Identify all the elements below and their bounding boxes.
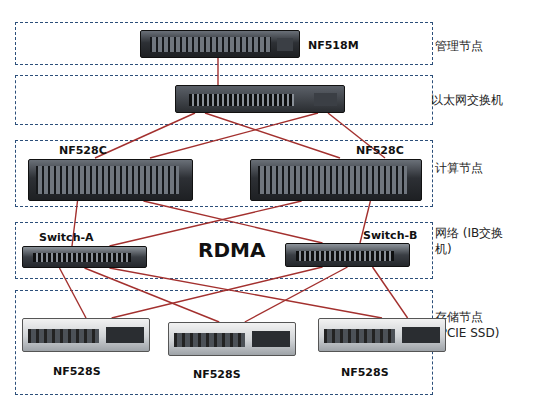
server-device: NF528C bbox=[28, 159, 193, 201]
front-panel bbox=[277, 38, 293, 51]
ethernet-wire bbox=[150, 113, 318, 158]
device-label: NF528S bbox=[341, 366, 389, 379]
rdma-link bbox=[112, 267, 323, 318]
server-device: NF528S bbox=[168, 322, 296, 356]
device-label: NF528S bbox=[193, 368, 241, 381]
server-device: NF528S bbox=[22, 318, 150, 352]
drive-bays bbox=[36, 166, 179, 194]
rdma-link bbox=[85, 268, 220, 322]
tier-label: 网络 (IB交换机) bbox=[435, 225, 513, 257]
ethernet-wire bbox=[217, 58, 218, 86]
device-label: Switch-A bbox=[39, 231, 94, 244]
switch-ports bbox=[33, 253, 131, 262]
rdma-link bbox=[110, 268, 383, 318]
tier-label: 计算节点 bbox=[435, 160, 513, 176]
rdma-link bbox=[245, 267, 348, 322]
server-device: NF528S bbox=[318, 318, 446, 352]
drive-bays bbox=[324, 329, 395, 343]
device-label: NF518M bbox=[308, 39, 359, 52]
front-panel bbox=[252, 331, 290, 347]
tier-band: 存储节点 (PCIE SSD)NF528SNF528SNF528S bbox=[15, 290, 433, 395]
rdma-link bbox=[72, 201, 78, 246]
rdma-link bbox=[110, 201, 302, 246]
protocol-label: RDMA bbox=[198, 238, 265, 262]
device-label: NF528C bbox=[356, 144, 404, 157]
drive-bays bbox=[258, 166, 408, 194]
tier-label: 存储节点 (PCIE SSD) bbox=[435, 309, 513, 341]
device-label: NF528C bbox=[59, 144, 107, 157]
ethernet-wire bbox=[205, 113, 340, 158]
drive-bays bbox=[174, 333, 245, 347]
drive-bays bbox=[150, 37, 270, 53]
tier-band: 管理节点NF518M bbox=[15, 22, 433, 65]
ib-switch: Switch-B bbox=[285, 243, 410, 267]
drive-bays bbox=[28, 329, 99, 343]
switch-ports bbox=[296, 251, 394, 261]
server-device: NF518M bbox=[140, 30, 300, 58]
rdma-link bbox=[60, 268, 87, 318]
rdma-link bbox=[373, 267, 408, 318]
tier-label: 管理节点 bbox=[435, 38, 513, 54]
switch-ports bbox=[189, 94, 293, 106]
front-panel bbox=[106, 327, 144, 343]
device-label: Switch-B bbox=[363, 229, 417, 242]
device-label: NF528S bbox=[53, 365, 101, 378]
ethernet-switch bbox=[175, 85, 345, 113]
tier-label: 以太网交换机 bbox=[431, 92, 509, 108]
rdma-link bbox=[360, 201, 370, 243]
rdma-link bbox=[144, 201, 323, 243]
server-device: NF528C bbox=[250, 159, 422, 201]
ib-switch: Switch-A bbox=[22, 246, 147, 268]
switch-panel bbox=[314, 93, 338, 106]
tier-band: 计算节点NF528CNF528C bbox=[15, 140, 433, 207]
front-panel bbox=[402, 327, 440, 343]
ethernet-wire bbox=[95, 113, 195, 158]
